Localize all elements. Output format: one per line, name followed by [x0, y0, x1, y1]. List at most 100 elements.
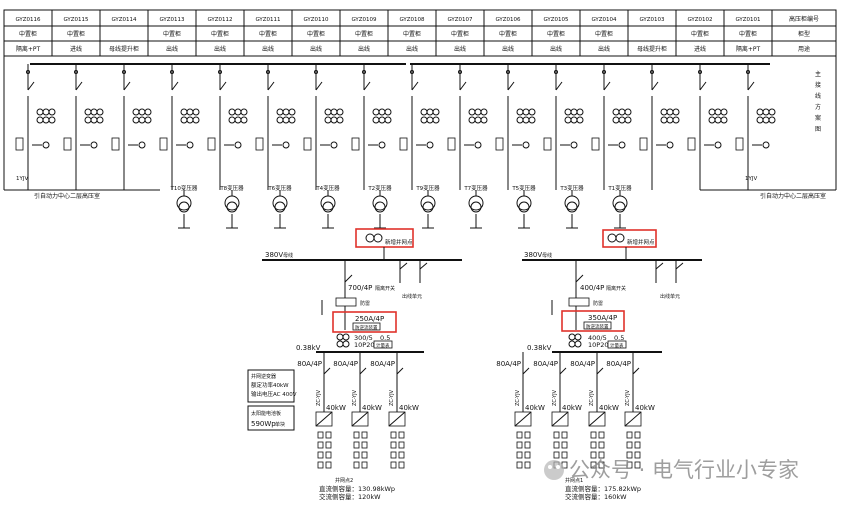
header-cell-4: GYZ0112: [207, 17, 232, 23]
pv-module-icon: [516, 441, 523, 449]
transformer-8: T5变压器: [511, 184, 536, 229]
feeder-switch-note-right: 隔离开关: [606, 285, 626, 292]
legend-inverter-power: 额定功率40kW: [251, 381, 289, 389]
lv-bus-voltage-left: 380V: [265, 251, 283, 259]
hv-column-14: [687, 64, 728, 190]
pv-module-icon: [524, 431, 531, 439]
hv-column-7: [351, 64, 392, 190]
branch-rating-1: 80A/4P: [297, 360, 322, 368]
header-type-6: 中置柜: [307, 30, 325, 38]
legend-module-title: 太阳能电池板: [251, 410, 281, 417]
dc-capacity-left: 直流侧容量：130.98kWp: [319, 484, 395, 493]
pv-module-icon: [634, 441, 641, 449]
source-right-label: 引自动力中心二层高压室: [760, 192, 826, 200]
branch-rating-3: 80A/4P: [370, 360, 395, 368]
pv-module-icon: [553, 451, 560, 459]
header-cell-2: GYZ0114: [111, 17, 137, 23]
source-left-cable: 1YJV: [16, 176, 28, 182]
hv-column-6: [303, 64, 344, 190]
svg-text:单块: 单块: [275, 421, 285, 428]
transformer-10: T1变压器: [607, 184, 632, 229]
pv-module-icon: [590, 431, 597, 439]
ct-accuracy-left: 0.5: [380, 334, 390, 342]
feeder-switch-right: 400/4P: [580, 284, 604, 292]
transformer-label-2: T8变压器: [219, 184, 244, 192]
header-type-15: 中置柜: [739, 30, 757, 38]
pv-module-icon: [353, 461, 360, 469]
ct-accuracy-right: 0.5: [614, 334, 624, 342]
pv-module-icon: [561, 451, 568, 459]
hv-column-2: [111, 64, 152, 190]
inverter-power-3: 40kW: [399, 404, 419, 412]
header-cell-12: GYZ0104: [591, 17, 617, 23]
side-text-scheme: 主接线方案图: [815, 70, 821, 133]
header-type-11: 中置柜: [547, 30, 565, 38]
pv-module-icon: [634, 431, 641, 439]
pv-module-icon: [590, 451, 597, 459]
grid-point-highlight-right: [602, 229, 657, 248]
feeder-switch-note-left: 隔离开关: [375, 285, 395, 292]
pv-module-icon: [361, 441, 368, 449]
source-left-label: 引自动力中心二层高压室: [34, 192, 100, 200]
header-type-4: 中置柜: [211, 30, 229, 38]
pv-module-icon: [561, 431, 568, 439]
pv-module-icon: [626, 441, 633, 449]
breaker-highlight-left: [332, 311, 397, 333]
inverter-power-2: 40kW: [362, 404, 382, 412]
dc-capacity-right: 直流侧容量：175.82kWp: [565, 484, 641, 493]
pv-module-icon: [598, 461, 605, 469]
legend-module-power: 590Wp: [251, 420, 276, 428]
ct-note-right: 计量表: [610, 342, 624, 349]
cable-label-1: ZC-YJV: [515, 389, 521, 406]
breaker-highlight-right: [561, 310, 625, 332]
pv-module-icon: [598, 431, 605, 439]
lv-bus-suffix-left: 母线: [283, 252, 293, 259]
inverter-power-4: 40kW: [635, 404, 655, 412]
header-type-8: 中置柜: [403, 30, 421, 38]
transformer-label-8: T5变压器: [511, 184, 536, 192]
pv-module-icon: [398, 441, 405, 449]
pv-module-icon: [516, 461, 523, 469]
header-purpose-11: 出线: [550, 45, 562, 53]
pv-module-icon: [317, 431, 324, 439]
pv-module-icon: [325, 441, 332, 449]
inverter-power-2: 40kW: [562, 404, 582, 412]
header-cell-6: GYZ0110: [303, 17, 329, 23]
header-cell-5: GYZ0111: [255, 17, 280, 23]
hv-column-4: [207, 64, 248, 190]
transformer-label-4: T4变压器: [315, 184, 340, 192]
header-purpose-2: 母线提升柜: [109, 45, 139, 53]
header-type-14: 中置柜: [691, 30, 709, 38]
pv-module-icon: [634, 451, 641, 459]
pv-module-icon: [553, 441, 560, 449]
switchgear-header-table: GYZ0116中置柜隔离+PTGYZ0115中置柜进线GYZ0114母线提升柜G…: [3, 9, 837, 57]
ac-capacity-right: 交流侧容量：160kW: [565, 492, 627, 501]
header-purpose-14: 进线: [694, 45, 706, 53]
header-cell-15: GYZ0101: [735, 17, 760, 23]
pv-module-icon: [590, 461, 597, 469]
pv-module-icon: [634, 461, 641, 469]
pv-module-icon: [390, 431, 397, 439]
header-cell-11: GYZ0105: [543, 17, 569, 23]
pv-module-icon: [598, 441, 605, 449]
pv-module-icon: [317, 441, 324, 449]
svg-text:防雷: 防雷: [360, 300, 370, 307]
header-label-cabinet-no: 高压柜编号: [789, 15, 819, 23]
transformer-label-5: T2变压器: [367, 184, 392, 192]
svg-text:防雷: 防雷: [593, 300, 603, 307]
watermark: 公众号 · 电气行业小专家: [544, 458, 799, 482]
header-type-12: 中置柜: [595, 30, 613, 38]
transformer-3: T6变压器: [267, 184, 292, 229]
pv-bus-voltage-right: 0.38kV: [527, 344, 552, 352]
branch-rating-2: 80A/4P: [333, 360, 358, 368]
pv-module-icon: [361, 461, 368, 469]
transformer-label-9: T3变压器: [559, 184, 584, 192]
header-label-purpose: 用途: [798, 45, 810, 53]
pv-module-icon: [390, 441, 397, 449]
pv-module-icon: [398, 451, 405, 459]
pv-module-icon: [390, 461, 397, 469]
lv-bus-voltage-right: 380V: [524, 251, 542, 259]
